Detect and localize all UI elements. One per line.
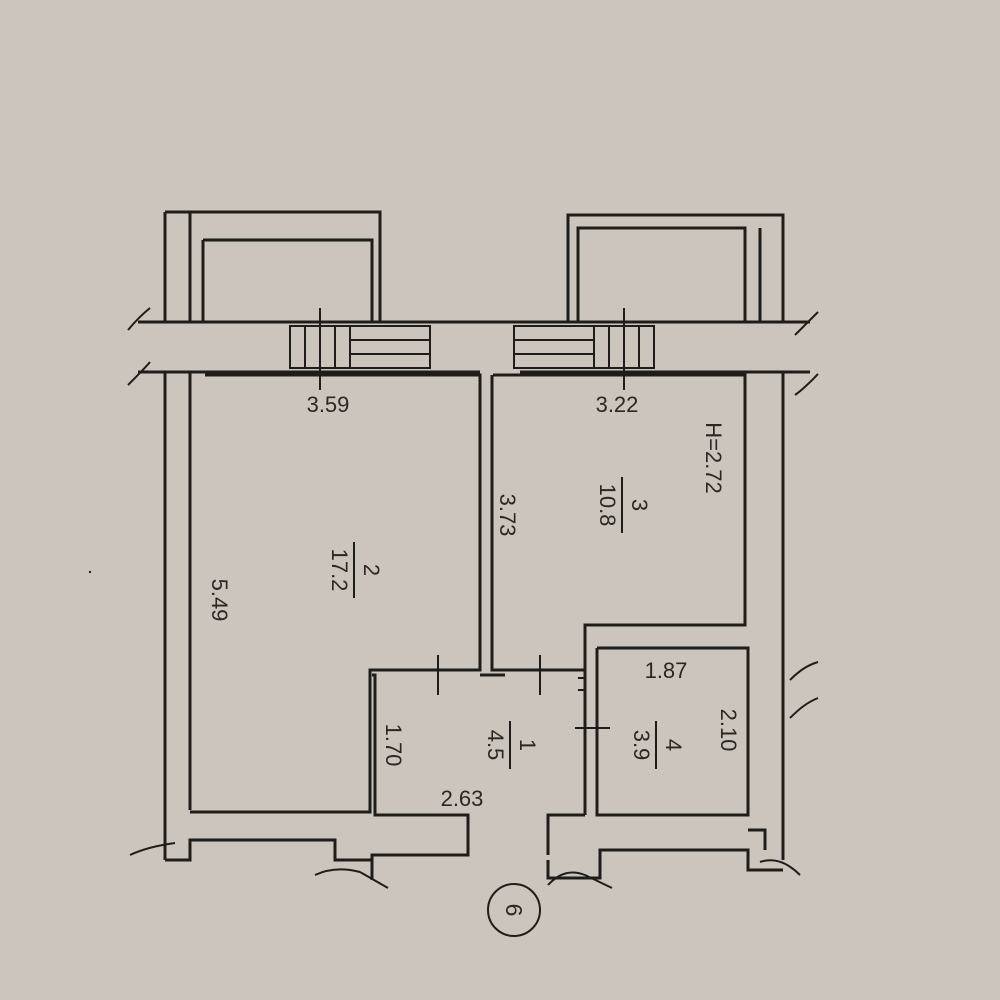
room-2-area: 17.2 — [327, 549, 352, 592]
dim-room2-width: 3.59 — [307, 392, 350, 417]
ceiling-height: H=2.72 — [701, 422, 726, 494]
room-2-label: 2 17.2 — [327, 542, 384, 598]
room-3-outline — [480, 373, 747, 677]
room-1-label: 1 4.5 — [483, 721, 540, 769]
room-3-number: 3 — [627, 499, 652, 511]
dim-room3-width: 3.22 — [596, 392, 639, 417]
dim-hall-length: 1.70 — [381, 724, 406, 767]
dim-room4-length: 2.10 — [716, 709, 741, 752]
dim-room4-width: 1.87 — [645, 658, 688, 683]
break-lines — [127, 307, 819, 889]
hall-outline — [370, 655, 585, 880]
room-4-number: 4 — [661, 739, 686, 751]
room-2-number: 2 — [359, 564, 384, 576]
room-4-area: 3.9 — [629, 730, 654, 761]
room-1-area: 4.5 — [483, 730, 508, 761]
bottom-walls — [165, 828, 783, 880]
room-1-number: 1 — [515, 739, 540, 751]
window-right — [513, 308, 655, 390]
dim-room2-length: 5.49 — [207, 579, 232, 622]
section-mark-label: 6 — [501, 904, 527, 917]
dim-room3-length: 3.73 — [495, 494, 520, 537]
window-left — [289, 308, 431, 390]
room-3-label: 3 10.8 — [595, 477, 652, 533]
room-4-label: 4 3.9 — [629, 721, 686, 769]
section-mark: 6 — [487, 883, 541, 937]
outer-walls — [138, 210, 810, 860]
room-4-outline — [575, 646, 750, 817]
dim-hall-width: 2.63 — [441, 786, 484, 811]
room-2-outline — [190, 373, 482, 814]
room-3-area: 10.8 — [595, 484, 620, 527]
speck — [88, 570, 92, 574]
